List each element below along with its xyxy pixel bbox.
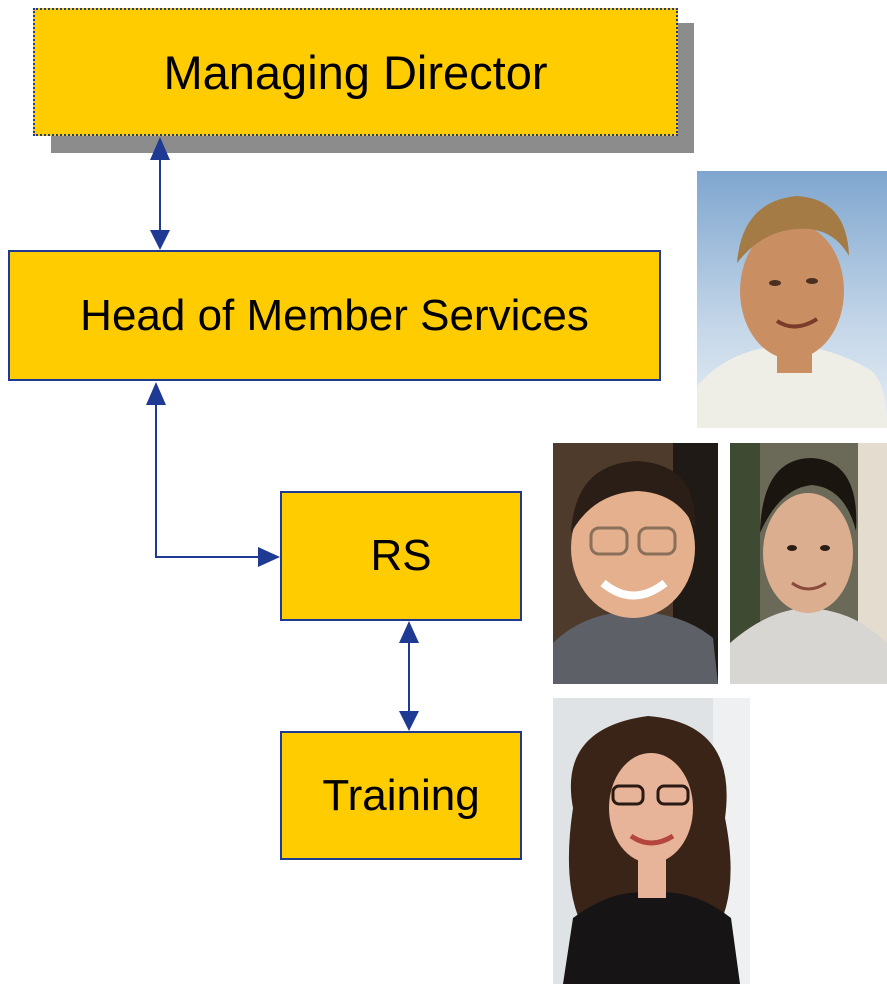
arrowhead-up-icon — [146, 382, 166, 405]
arrowhead-up-icon — [399, 621, 419, 643]
arrowhead-down-icon — [399, 711, 419, 731]
arrowhead-down-icon — [150, 230, 170, 250]
head-of-member-services-box: Head of Member Services — [8, 250, 661, 381]
training-photo — [553, 698, 750, 984]
arrowhead-up-icon — [150, 137, 170, 160]
training-box: Training — [280, 731, 522, 860]
head-of-member-services-photo — [697, 171, 887, 428]
rs-photo-2 — [730, 443, 887, 684]
connector-head-to-rs — [146, 382, 280, 567]
head-of-member-services-label: Head of Member Services — [80, 290, 589, 340]
rs-label: RS — [370, 531, 432, 580]
connector-md-to-head — [150, 137, 170, 250]
training-label: Training — [322, 770, 480, 820]
arrowhead-right-icon — [258, 547, 280, 567]
managing-director-label: Managing Director — [163, 45, 548, 99]
rs-photo-1 — [553, 443, 718, 684]
managing-director-box: Managing Director — [33, 8, 678, 136]
rs-box: RS — [280, 491, 522, 621]
connector-rs-to-training — [399, 621, 419, 731]
